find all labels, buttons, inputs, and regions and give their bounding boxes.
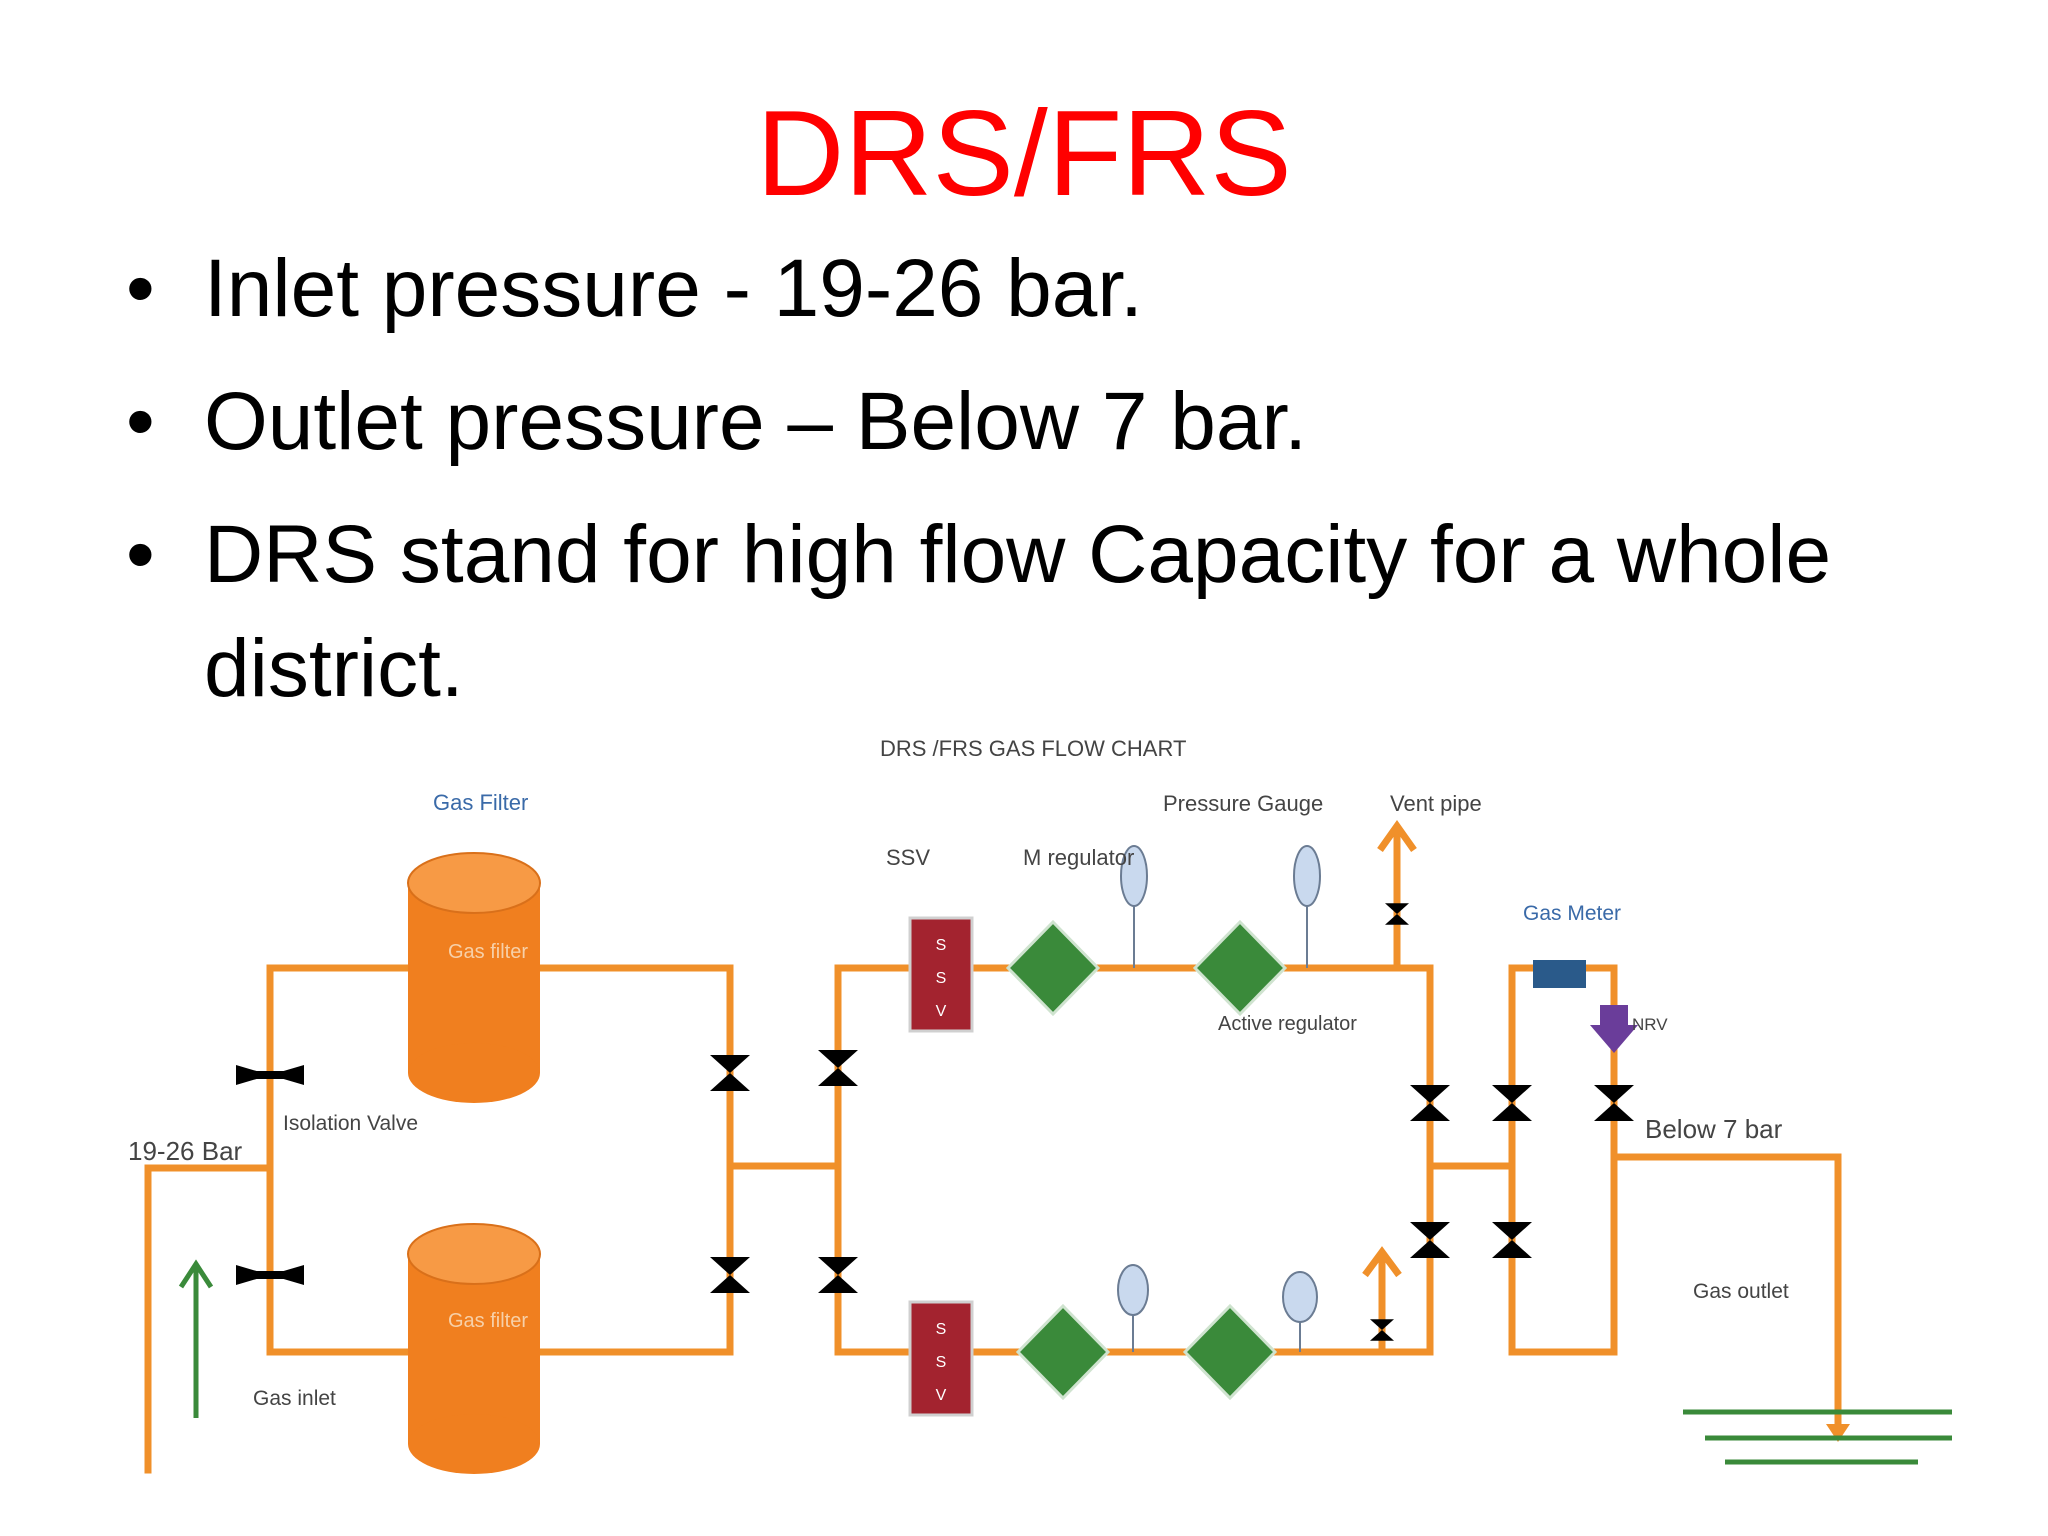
ssv-block — [908, 916, 974, 1417]
bullet-dot: • — [126, 243, 155, 334]
ssv-letter: S — [936, 937, 947, 954]
ground-lines — [1683, 1409, 1952, 1465]
vent-valve[interactable] — [1385, 903, 1409, 925]
filter-top-text: Gas filter — [448, 941, 528, 963]
filter-bottom-text: Gas filter — [448, 1310, 528, 1332]
m-regulator-label: M regulator — [1023, 845, 1134, 870]
bullet-item: • DRS stand for high flow Capacity for a … — [118, 498, 1938, 726]
ssv-letter: S — [936, 970, 947, 987]
inlet-arrow — [178, 1259, 214, 1418]
gas-outlet-label: Gas outlet — [1693, 1280, 1789, 1303]
nrv-label: NRV — [1632, 1015, 1668, 1034]
ssv-letter: V — [936, 1003, 947, 1020]
valve[interactable] — [1492, 1222, 1532, 1258]
bullet-dot: • — [126, 376, 155, 467]
bullet-text: Inlet pressure - 19-26 bar. — [204, 243, 1143, 334]
vent-pipe-label: Vent pipe — [1390, 791, 1482, 816]
gas-meter — [1533, 960, 1586, 988]
vent-valve[interactable] — [1370, 1319, 1394, 1341]
nrv-arrow — [1590, 1005, 1638, 1053]
gas-filter-label: Gas Filter — [433, 790, 528, 815]
outlet-pressure-label: Below 7 bar — [1645, 1114, 1783, 1144]
slide-title: DRS/FRS — [756, 85, 1292, 221]
valve[interactable] — [710, 1257, 750, 1293]
bullet-text: Outlet pressure – Below 7 bar. — [204, 376, 1308, 467]
valve[interactable] — [818, 1257, 858, 1293]
ssv-letter: S — [936, 1321, 947, 1338]
vent-arrow — [1362, 819, 1417, 1278]
gas-meter-label: Gas Meter — [1523, 902, 1621, 925]
gas-inlet-label: Gas inlet — [253, 1387, 336, 1410]
pressure-gauge — [1117, 845, 1321, 1352]
gas-filter-bottom — [407, 1223, 541, 1474]
inlet-pressure-label: 19-26 Bar — [128, 1136, 243, 1166]
bullet-dot: • — [126, 509, 155, 600]
pressure-gauge-label: Pressure Gauge — [1163, 791, 1323, 816]
diagram-title: DRS /FRS GAS FLOW CHART — [880, 736, 1186, 761]
gas-filter-top — [407, 852, 541, 1103]
regulator — [1005, 919, 1288, 1401]
bullet-text: DRS stand for high flow Capacity for a w… — [204, 509, 1832, 714]
active-regulator-label: Active regulator — [1218, 1013, 1357, 1035]
valve[interactable] — [1410, 1085, 1450, 1121]
ssv-letter: S — [936, 1354, 947, 1371]
valve[interactable] — [1492, 1085, 1532, 1121]
outlet-arrow — [1826, 1424, 1850, 1442]
valve[interactable] — [1594, 1085, 1634, 1121]
valve[interactable] — [710, 1055, 750, 1091]
ssv-letter: V — [936, 1387, 947, 1404]
ssv-label: SSV — [886, 845, 930, 870]
valve[interactable] — [1410, 1222, 1450, 1258]
bullet-item: • Outlet pressure – Below 7 bar. — [118, 365, 1938, 479]
valve[interactable] — [818, 1050, 858, 1086]
isolation-valve-label: Isolation Valve — [283, 1112, 418, 1135]
pipe-network — [144, 831, 1842, 1474]
bullet-list: • Inlet pressure - 19-26 bar. • Outlet pre… — [118, 232, 1938, 745]
bullet-item: • Inlet pressure - 19-26 bar. — [118, 232, 1938, 346]
